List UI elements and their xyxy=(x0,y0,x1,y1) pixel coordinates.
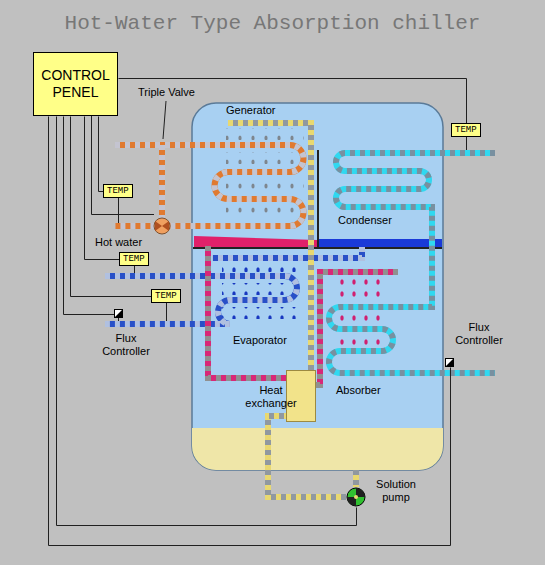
weak-solution-pipe xyxy=(353,470,359,487)
strong-solution-pipe xyxy=(316,272,398,385)
weak-solution-pipe xyxy=(268,416,346,497)
temp-node: TEMP xyxy=(119,252,149,266)
temp-node: TEMP xyxy=(451,123,481,137)
triple-valve-symbol xyxy=(155,221,162,231)
concentrated-solution-pool xyxy=(194,236,317,247)
part-label: Condenser xyxy=(338,214,392,227)
hot-water-bypass xyxy=(159,145,165,218)
temp-node: TEMP xyxy=(151,289,181,303)
control-wire xyxy=(49,117,451,546)
pump-node: Solution pump xyxy=(346,487,366,507)
triple-valve-body xyxy=(154,218,170,234)
evaporator-drips xyxy=(222,262,296,272)
absorber-drips xyxy=(336,278,386,302)
control-wire xyxy=(64,117,115,315)
absorber-drips xyxy=(336,335,386,347)
flux-node: Flux Controller xyxy=(445,358,454,367)
flux-node: Flux Controller xyxy=(114,309,123,318)
temp-label: TEMP xyxy=(455,125,477,135)
weak-solution-pipe xyxy=(353,470,359,487)
pump-symbol xyxy=(346,487,366,507)
flux-label: Flux Controller xyxy=(449,321,509,347)
chilled-water-pipe xyxy=(105,276,297,324)
flux-symbol-fill xyxy=(446,359,453,366)
generator-drips xyxy=(226,206,304,218)
diagram-title: Hot-Water Type Absorption chiller xyxy=(0,12,545,36)
part-label: Hot water xyxy=(95,236,142,249)
triple-valve-symbol xyxy=(162,221,169,231)
leader-line xyxy=(163,101,166,139)
control-wire xyxy=(99,117,104,192)
refrigerant-pipe xyxy=(212,247,362,258)
hx-node: Heat exchanger xyxy=(286,370,316,422)
divider xyxy=(317,150,319,248)
temp-label: TEMP xyxy=(123,254,145,264)
part-label: Generator xyxy=(226,104,276,117)
sensor-stub xyxy=(134,265,135,273)
sensor-stub xyxy=(466,136,467,150)
valve-wire xyxy=(92,116,155,215)
control-wire xyxy=(71,117,152,297)
part-label: Triple Valve xyxy=(138,86,195,99)
weak-solution-pipe xyxy=(228,123,311,370)
absorber-drips xyxy=(336,313,386,325)
flux-symbol-fill xyxy=(115,310,122,317)
temp-label: TEMP xyxy=(155,291,177,301)
vessel-shell xyxy=(192,103,443,470)
chilled-water-pipe xyxy=(105,276,297,324)
weak-solution-pipe xyxy=(228,123,311,370)
control-wire xyxy=(119,79,467,124)
temp-label: TEMP xyxy=(107,186,129,196)
evaporator-drips xyxy=(222,283,296,295)
part-label: Absorber xyxy=(336,384,381,397)
strong-solution-pipe xyxy=(208,246,286,378)
weak-solution-pipe xyxy=(268,416,346,497)
pump-label: Solution pump xyxy=(370,478,422,504)
hot-water-bypass xyxy=(159,145,165,218)
generator-drips xyxy=(226,179,304,191)
generator-drips xyxy=(226,128,304,140)
hx-label: Heat exchanger xyxy=(241,384,301,410)
part-label: Evaporator xyxy=(233,334,287,347)
control-wire xyxy=(57,117,357,526)
evaporator-drips xyxy=(222,307,296,319)
pump-body xyxy=(347,488,365,506)
flux-label: Flux Controller xyxy=(96,332,156,358)
generator-drips xyxy=(226,152,304,164)
temp-node: TEMP xyxy=(103,184,133,198)
flux-symbol xyxy=(446,359,453,366)
strong-solution-pipe xyxy=(316,272,398,385)
strong-solution-pipe xyxy=(208,246,286,378)
hot-water-pipe xyxy=(115,145,304,226)
sensor-stub xyxy=(118,197,119,223)
hot-water-pipe xyxy=(115,145,304,226)
sensor-stub xyxy=(118,318,119,321)
panel-node: CONTROL PENEL xyxy=(33,52,118,116)
pump-hub xyxy=(354,495,358,499)
refrigerant-pool xyxy=(319,239,442,247)
solution-pool xyxy=(192,428,443,470)
panel-label: CONTROL PENEL xyxy=(34,67,117,101)
refrigerant-pipe xyxy=(212,247,362,258)
flux-symbol xyxy=(115,310,122,317)
sensor-stub xyxy=(166,302,167,321)
